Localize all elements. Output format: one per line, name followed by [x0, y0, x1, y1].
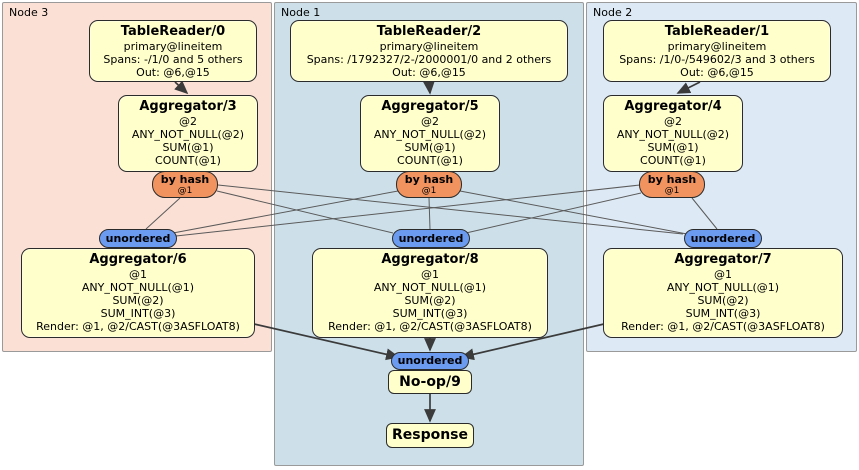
processor-group-cols: @1: [129, 268, 147, 281]
processor-agg-fn: ANY_NOT_NULL(@1): [373, 281, 487, 294]
processor-agg-fn: SUM(@2): [404, 294, 456, 307]
region-node1-label: Node 1: [281, 6, 321, 19]
region-node2-label: Node 2: [593, 6, 633, 19]
router-by-hash-middle: by hash @1: [396, 171, 462, 198]
router-hash-key: @1: [177, 186, 193, 196]
processor-render-expr: Render: @1, @2/CAST(@3ASFLOAT8): [621, 320, 825, 333]
processor-aggregator-3: Aggregator/3 @2 ANY_NOT_NULL(@2) SUM(@1)…: [118, 95, 258, 172]
processor-aggregator-6: Aggregator/6 @1 ANY_NOT_NULL(@1) SUM(@2)…: [21, 248, 255, 338]
processor-group-cols: @1: [714, 268, 732, 281]
processor-tablereader-0: TableReader/0 primary@lineitem Spans: -/…: [89, 20, 257, 82]
processor-agg-fn: SUM(@1): [647, 141, 699, 154]
processor-render-expr: Render: @1, @2/CAST(@3ASFLOAT8): [36, 320, 240, 333]
processor-out: Out: @6,@15: [136, 66, 210, 79]
processor-index: primary@lineitem: [379, 40, 479, 53]
router-label: by hash: [404, 173, 454, 186]
router-label: by hash: [647, 173, 697, 186]
processor-index: primary@lineitem: [667, 40, 767, 53]
processor-noop: No-op/9: [388, 370, 472, 394]
router-hash-key: @1: [664, 186, 680, 196]
sync-unordered-final: unordered: [391, 352, 469, 370]
processor-agg-fn: SUM_INT(@3): [392, 307, 468, 320]
processor-group-cols: @2: [664, 115, 682, 128]
processor-agg-fn: SUM_INT(@3): [685, 307, 761, 320]
sync-unordered-middle: unordered: [392, 229, 470, 248]
processor-aggregator-5: Aggregator/5 @2 ANY_NOT_NULL(@2) SUM(@1)…: [360, 95, 500, 172]
processor-agg-fn: SUM(@2): [697, 294, 749, 307]
processor-agg-fn: SUM(@1): [162, 141, 214, 154]
processor-group-cols: @1: [421, 268, 439, 281]
processor-agg-fn: COUNT(@1): [397, 154, 463, 167]
processor-response: Response: [386, 423, 474, 448]
processor-agg-fn: COUNT(@1): [640, 154, 706, 167]
processor-title: Aggregator/4: [624, 99, 722, 114]
processor-group-cols: @2: [179, 115, 197, 128]
processor-title: Aggregator/8: [381, 252, 479, 267]
processor-agg-fn: SUM(@1): [404, 141, 456, 154]
processor-title: Aggregator/5: [381, 99, 479, 114]
processor-agg-fn: ANY_NOT_NULL(@1): [81, 281, 195, 294]
processor-title: Aggregator/7: [674, 252, 772, 267]
processor-spans: Spans: -/1/0 and 5 others: [103, 53, 243, 66]
region-node3-label: Node 3: [9, 6, 49, 19]
processor-spans: Spans: /1792327/2-/2000001/0 and 2 other…: [306, 53, 552, 66]
processor-agg-fn: SUM_INT(@3): [100, 307, 176, 320]
router-by-hash-right: by hash @1: [639, 171, 705, 198]
processor-agg-fn: ANY_NOT_NULL(@2): [131, 128, 245, 141]
processor-title: Aggregator/3: [139, 99, 237, 114]
sync-unordered-right: unordered: [684, 229, 762, 248]
processor-aggregator-4: Aggregator/4 @2 ANY_NOT_NULL(@2) SUM(@1)…: [603, 95, 743, 172]
processor-title: TableReader/2: [376, 24, 482, 39]
router-label: by hash: [160, 173, 210, 186]
router-hash-key: @1: [421, 186, 437, 196]
router-by-hash-left: by hash @1: [152, 171, 218, 198]
processor-out: Out: @6,@15: [392, 66, 466, 79]
processor-index: primary@lineitem: [123, 40, 223, 53]
processor-title: TableReader/1: [664, 24, 770, 39]
processor-agg-fn: ANY_NOT_NULL(@2): [373, 128, 487, 141]
processor-agg-fn: ANY_NOT_NULL(@1): [666, 281, 780, 294]
processor-title: Aggregator/6: [89, 252, 187, 267]
processor-tablereader-2: TableReader/2 primary@lineitem Spans: /1…: [290, 20, 568, 82]
processor-group-cols: @2: [421, 115, 439, 128]
processor-agg-fn: COUNT(@1): [155, 154, 221, 167]
processor-agg-fn: SUM(@2): [112, 294, 164, 307]
processor-title: TableReader/0: [120, 24, 226, 39]
processor-tablereader-1: TableReader/1 primary@lineitem Spans: /1…: [603, 20, 831, 82]
processor-agg-fn: ANY_NOT_NULL(@2): [616, 128, 730, 141]
processor-aggregator-8: Aggregator/8 @1 ANY_NOT_NULL(@1) SUM(@2)…: [312, 248, 548, 338]
processor-out: Out: @6,@15: [680, 66, 754, 79]
sync-unordered-left: unordered: [99, 229, 177, 248]
processor-aggregator-7: Aggregator/7 @1 ANY_NOT_NULL(@1) SUM(@2)…: [603, 248, 843, 338]
processor-render-expr: Render: @1, @2/CAST(@3ASFLOAT8): [328, 320, 532, 333]
processor-spans: Spans: /1/0-/549602/3 and 3 others: [619, 53, 815, 66]
